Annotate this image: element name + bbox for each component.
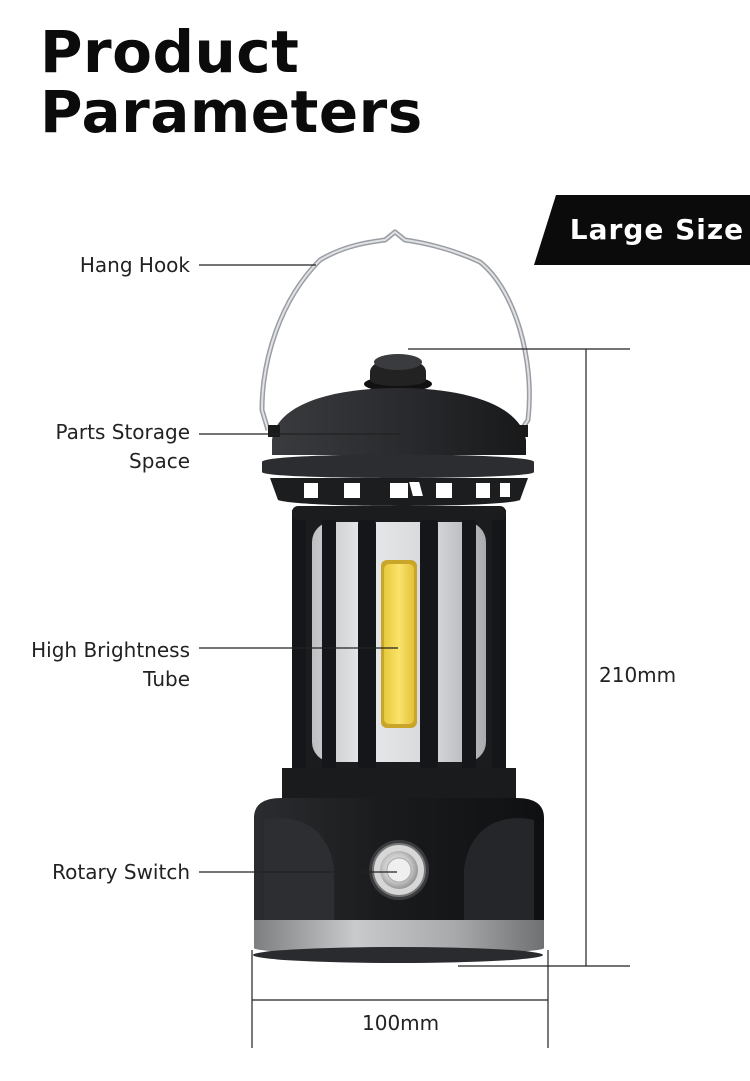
dimension-lines [251,348,630,1048]
callout-lines [199,264,400,873]
cage-bars [292,510,506,772]
height-dimension-label: 210mm [599,663,677,687]
rotary-switch-text: Rotary Switch [52,860,190,884]
label-high-brightness-tube: High Brightness Tube [10,636,190,694]
vent-slots [304,482,510,498]
tube-text-2: Tube [143,667,190,691]
storage-text-2: Space [129,449,190,473]
title-line-2: Parameters [40,78,423,146]
size-badge: Large Size [534,195,750,265]
badge-background [534,195,750,265]
storage-dome [272,388,526,455]
tube-text-1: High Brightness [31,638,190,662]
label-parts-storage: Parts Storage Space [20,418,190,476]
hang-hook-text: Hang Hook [79,253,190,277]
width-dimension-label: 100mm [362,1011,440,1035]
storage-text-1: Parts Storage [55,420,190,444]
badge-label: Large Size [569,213,745,246]
title-line-1: Product [40,18,300,86]
base-band [254,920,544,954]
label-rotary-switch: Rotary Switch [20,858,190,887]
light-tube [384,564,414,724]
label-hang-hook: Hang Hook [40,251,190,280]
page-title: Product Parameters [40,22,423,142]
dome-brim [262,454,534,478]
